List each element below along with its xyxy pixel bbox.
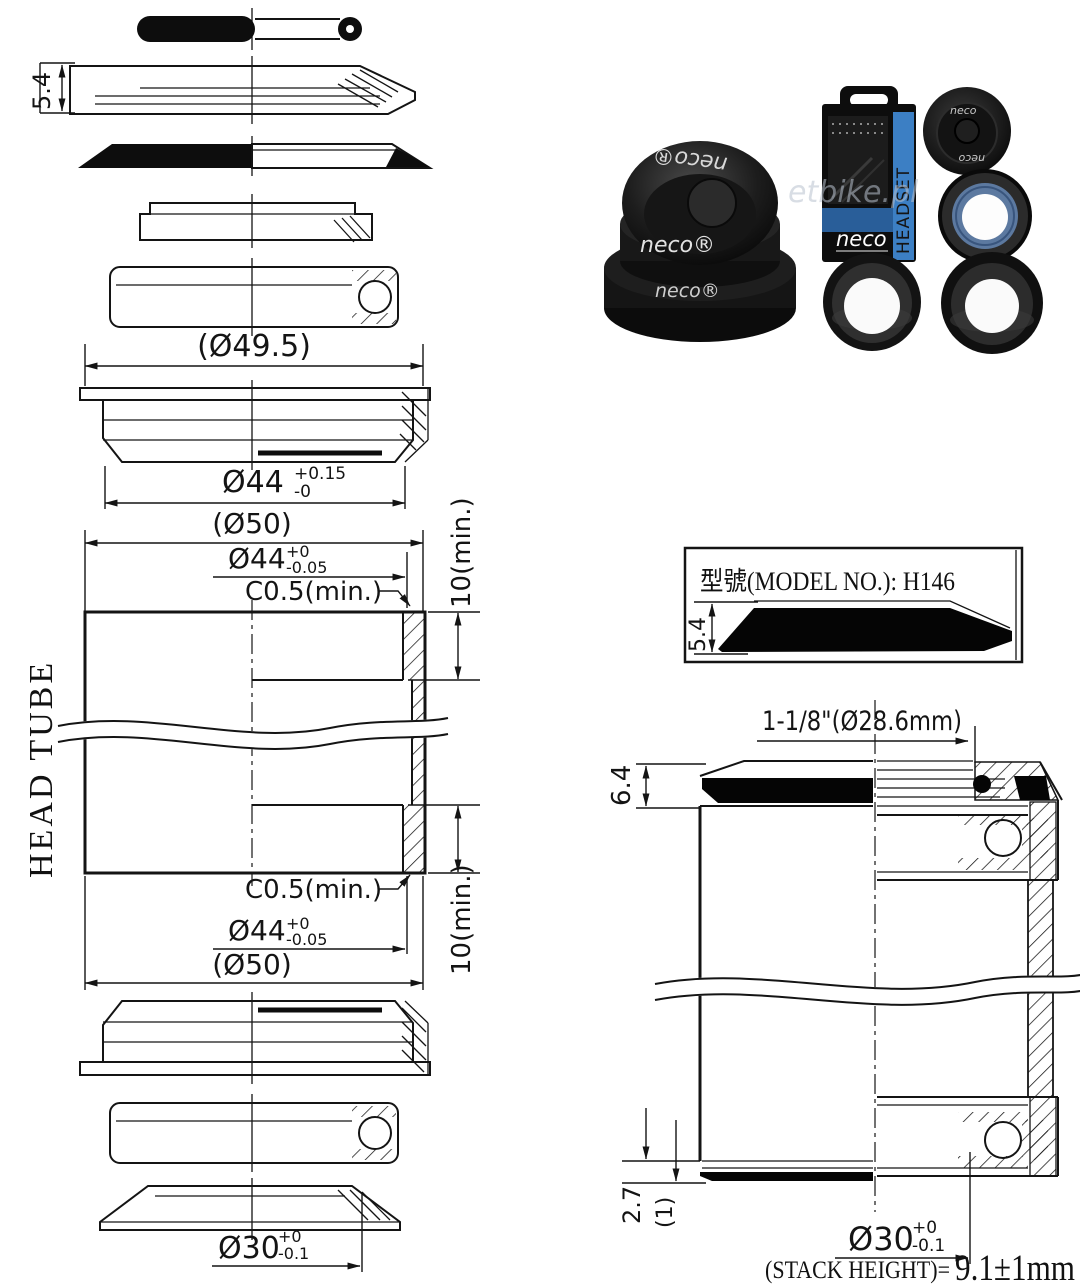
stack-height-note: (STACK HEIGHT)= 9.1±1mm (765, 1248, 1075, 1286)
dim-dia-44-upper-tol-plus: +0.15 (294, 464, 346, 484)
dim-dia-50-lower-label: (Ø50) (212, 948, 292, 981)
brand-logo-mid: neco® (640, 233, 715, 258)
compression-ring-drawing (139, 194, 373, 248)
cartridge-bearing-photo (938, 169, 1032, 263)
break-line (56, 717, 450, 750)
top-cap-photo: neco neco (923, 87, 1011, 175)
box-brand-logo: neco (836, 227, 887, 251)
dim-depth-upper-label: 10(min.) (447, 497, 477, 608)
cap-brand-bottom: neco (958, 152, 985, 165)
dim-dia-30-right-label: Ø30 (848, 1220, 914, 1258)
dim-dia-30-left-label: Ø30 (218, 1231, 280, 1266)
box-strip-label: HEADSET (894, 167, 914, 254)
dim-crown-gap-label: (1) (653, 1197, 678, 1228)
dim-top-stack: 6.4 (607, 763, 706, 809)
dim-dia-44-bore-lower-label: Ø44 (228, 914, 286, 947)
lower-cup-drawing (79, 992, 431, 1084)
dim-crown-height-label: 2.7 (618, 1186, 646, 1224)
dim-dia-50-lower: (Ø50) (84, 876, 424, 990)
dim-dia-44-upper-tol-minus: -0 (294, 482, 311, 502)
cap-brand-top: neco (950, 104, 977, 117)
dim-depth-lower: 10(min.) (408, 804, 480, 975)
photo-watermark: etbike.pl (788, 175, 919, 210)
assembled-headset-photo: neco® neco® neco® (604, 141, 796, 342)
cup-left-photo (823, 253, 921, 351)
dim-dia-44-upper: Ø44 +0.15 -0 (104, 464, 406, 509)
dim-dia-30-right-tol-plus: +0 (912, 1218, 937, 1238)
model-cover-height-label: 5.4 (686, 617, 711, 652)
upper-cup-drawing (79, 380, 431, 470)
dim-dia-44-bore-upper-label: Ø44 (228, 542, 286, 575)
dim-steerer: 1-1/8"(Ø28.6mm) (757, 706, 976, 763)
cover-profile-silhouette (718, 600, 1012, 652)
dim-chamfer-upper: C0.5(min.) (245, 577, 411, 607)
dim-cover-height-label: 5.4 (28, 72, 56, 110)
dim-dia-49-5-label: (Ø49.5) (197, 329, 311, 364)
dim-depth-upper: 10(min.) (408, 497, 480, 681)
dim-dia-44-bore-upper-tol-plus: +0 (286, 542, 310, 561)
dim-dia-44-bore-lower-tol-minus: -0.05 (286, 930, 327, 949)
dim-dia-44-upper-label: Ø44 (222, 465, 284, 500)
cone-spacer-drawing (78, 136, 434, 176)
brand-logo-skirt: neco® (655, 280, 720, 302)
dim-dia-50-upper-label: (Ø50) (212, 507, 292, 540)
cup-right-photo (941, 252, 1043, 354)
dim-dia-44-bore-upper-tol-minus: -0.05 (286, 558, 327, 577)
dim-chamfer-upper-label: C0.5(min.) (245, 577, 382, 607)
dim-dia-44-bore-lower: Ø44 +0 -0.05 (213, 876, 408, 954)
model-number-label: 型號(MODEL NO.): H146 (700, 567, 955, 596)
crown-race-drawing (99, 1178, 401, 1240)
bearing-upper-drawing (109, 258, 399, 336)
dim-crown-height: 2.7 (1) (618, 1108, 706, 1228)
top-cover-drawing: 5.4 (28, 56, 416, 124)
head-tube-drawing: HEAD TUBE (23, 600, 450, 886)
model-box: 型號(MODEL NO.): H146 5.4 (683, 546, 1024, 664)
dim-chamfer-lower-label: C0.5(min.) (245, 875, 382, 905)
dim-dia-49-5: (Ø49.5) (84, 329, 424, 386)
dim-dia-50-upper: (Ø50) (84, 507, 424, 611)
dim-dia-30-left-tol-minus: -0.1 (278, 1244, 309, 1263)
dim-dia-30-left: Ø30 +0 -0.1 (212, 1192, 363, 1272)
dim-chamfer-lower: C0.5(min.) (245, 874, 411, 905)
dim-dia-44-bore-upper: Ø44 +0 -0.05 (213, 542, 408, 608)
bearing-lower-drawing (109, 1094, 399, 1172)
dim-dia-30-left-tol-plus: +0 (278, 1227, 302, 1246)
product-photo: neco® neco® neco® HEADSET neco (604, 86, 1043, 354)
dim-depth-lower-label: 10(min.) (447, 864, 477, 975)
stack-height-value: 9.1±1mm (955, 1248, 1075, 1286)
retail-box-photo: HEADSET neco (822, 86, 916, 262)
assembled-section-drawing (653, 700, 1080, 1212)
dim-dia-30-right: Ø30 +0 -0.1 (835, 1152, 971, 1264)
dim-top-stack-label: 6.4 (607, 765, 637, 806)
o-ring-drawing (137, 8, 362, 50)
stack-height-label: (STACK HEIGHT)= (765, 1257, 950, 1284)
dim-dia-44-bore-lower-tol-plus: +0 (286, 914, 310, 933)
head-tube-label: HEAD TUBE (23, 660, 60, 878)
dim-dia-30-right-tol-minus: -0.1 (912, 1236, 945, 1256)
dim-steerer-label: 1-1/8"(Ø28.6mm) (762, 706, 962, 737)
break-line-right (653, 973, 1080, 1006)
